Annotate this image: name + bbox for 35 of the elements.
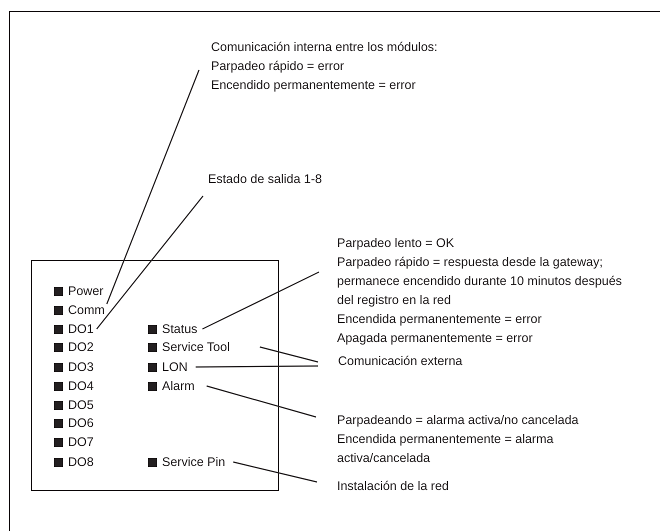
led-label: Service Pin xyxy=(162,454,226,470)
leader-line xyxy=(233,461,318,483)
leader-line xyxy=(260,346,318,363)
led-label: DO8 xyxy=(68,454,94,470)
annotation-text: Comunicación externa xyxy=(338,352,462,371)
leader-line xyxy=(96,196,204,330)
annotation-text: Encendida permanentemente = error xyxy=(337,311,543,328)
led-label: DO6 xyxy=(68,415,94,431)
led-label: Comm xyxy=(68,302,105,318)
annotation-text: Encendida permanentemente = alarma activa/cancelada xyxy=(337,431,554,467)
led-label: DO2 xyxy=(68,339,94,355)
leader-line xyxy=(202,271,320,330)
annotation-text: Parpadeo rápido = respuesta desde la gateway; permanece encendido durante 10 minutos después del registro en la red xyxy=(337,254,623,309)
leader-line xyxy=(106,70,200,304)
led-label: Power xyxy=(68,283,104,299)
led-label: DO3 xyxy=(68,359,94,375)
annotation-text: Encendido permanentemente = error xyxy=(211,77,417,94)
led-label: DO4 xyxy=(68,378,94,394)
annotation-text: Comunicación interna entre los módulos: xyxy=(211,39,439,56)
led-label: Status xyxy=(162,321,198,337)
led-label: LON xyxy=(162,359,188,375)
led-label: DO7 xyxy=(68,434,94,450)
annotation-text: Instalación de la red xyxy=(337,477,449,496)
led-label: Service Tool xyxy=(162,339,230,355)
annotation-text: Parpadeo lento = OK xyxy=(337,235,456,252)
annotation-text: Apagada permanentemente = error xyxy=(337,330,534,347)
annotation-text: Parpadeo rápido = error xyxy=(211,58,346,75)
led-label: DO5 xyxy=(68,397,94,413)
leader-line xyxy=(196,365,318,368)
panel-box xyxy=(31,260,279,491)
annotation-text: Parpadeando = alarma activa/no cancelada xyxy=(337,412,580,429)
leader-line xyxy=(206,385,316,418)
led-label: DO1 xyxy=(68,321,94,337)
annotation-text: Estado de salida 1-8 xyxy=(208,170,322,189)
led-label: Alarm xyxy=(162,378,195,394)
